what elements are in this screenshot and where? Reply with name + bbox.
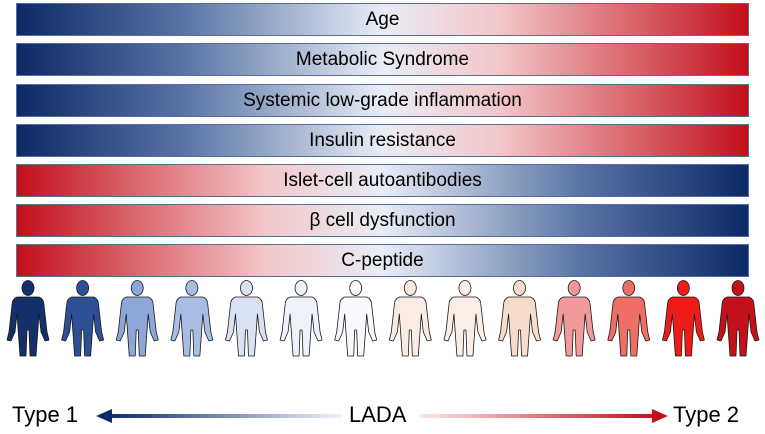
figure-head bbox=[731, 280, 745, 296]
figure-body bbox=[61, 296, 105, 357]
human-figure-6 bbox=[279, 280, 323, 357]
bar-insulin-resistance: Insulin resistance bbox=[16, 124, 749, 157]
figure-head bbox=[21, 280, 35, 296]
figure-body bbox=[6, 296, 50, 357]
figure-head bbox=[349, 280, 363, 296]
figure-head bbox=[567, 280, 581, 296]
label-type-2: Type 2 bbox=[673, 402, 740, 427]
bar-inflammation: Systemic low-grade inflammation bbox=[16, 84, 749, 117]
bar-label-c-peptide: C-peptide bbox=[341, 249, 424, 271]
figure-body bbox=[279, 296, 323, 357]
right-arrow bbox=[420, 409, 668, 423]
human-figure-10 bbox=[498, 280, 541, 357]
bar-label-inflammation: Systemic low-grade inflammation bbox=[243, 89, 522, 111]
figure-head bbox=[676, 280, 690, 296]
figure-body bbox=[170, 296, 214, 357]
figure-body bbox=[334, 296, 378, 357]
label-lada: LADA bbox=[349, 402, 407, 427]
figure-body bbox=[607, 296, 651, 357]
human-figure-12 bbox=[607, 280, 651, 357]
human-figure-8 bbox=[388, 280, 432, 357]
scale-arrows bbox=[96, 409, 668, 423]
figure-body bbox=[498, 296, 541, 357]
human-figure-13 bbox=[661, 280, 705, 357]
figure-head bbox=[403, 280, 417, 296]
bar-label-beta-cell-dysfunction: β cell dysfunction bbox=[309, 209, 456, 231]
figure-head bbox=[76, 280, 90, 296]
bar-label-insulin-resistance: Insulin resistance bbox=[309, 129, 456, 151]
human-figure-14 bbox=[716, 280, 760, 357]
figure-head bbox=[185, 280, 199, 296]
figure-body bbox=[388, 296, 432, 357]
bar-label-autoantibodies: Islet-cell autoantibodies bbox=[283, 169, 482, 191]
figure-head bbox=[622, 280, 636, 296]
human-figures-row bbox=[6, 280, 760, 357]
figure-body bbox=[552, 296, 596, 357]
human-figure-2 bbox=[61, 280, 105, 357]
figure-body bbox=[661, 296, 705, 357]
figure-head bbox=[130, 280, 144, 296]
figure-head bbox=[458, 280, 472, 296]
label-type-1: Type 1 bbox=[12, 402, 79, 427]
bar-age: Age bbox=[16, 3, 749, 36]
left-arrow bbox=[96, 409, 342, 423]
human-figure-1 bbox=[6, 280, 50, 357]
human-figure-5 bbox=[225, 280, 268, 357]
figure-head bbox=[294, 280, 308, 296]
human-figure-7 bbox=[334, 280, 378, 357]
bar-autoantibodies: Islet-cell autoantibodies bbox=[16, 164, 749, 197]
figure-head bbox=[513, 280, 526, 296]
human-figure-4 bbox=[170, 280, 214, 357]
bar-c-peptide: C-peptide bbox=[16, 244, 749, 277]
bar-metabolic-syndrome: Metabolic Syndrome bbox=[16, 43, 749, 76]
bar-label-age: Age bbox=[365, 8, 400, 30]
figure-body bbox=[716, 296, 760, 357]
bar-label-metabolic-syndrome: Metabolic Syndrome bbox=[295, 48, 470, 70]
figure-body bbox=[115, 296, 159, 357]
human-figure-9 bbox=[443, 280, 487, 357]
human-figure-3 bbox=[115, 280, 159, 357]
bar-beta-cell-dysfunction: β cell dysfunction bbox=[16, 204, 749, 237]
human-figure-11 bbox=[552, 280, 596, 357]
figure-body bbox=[225, 296, 268, 357]
figure-head bbox=[240, 280, 253, 296]
figure-body bbox=[443, 296, 487, 357]
